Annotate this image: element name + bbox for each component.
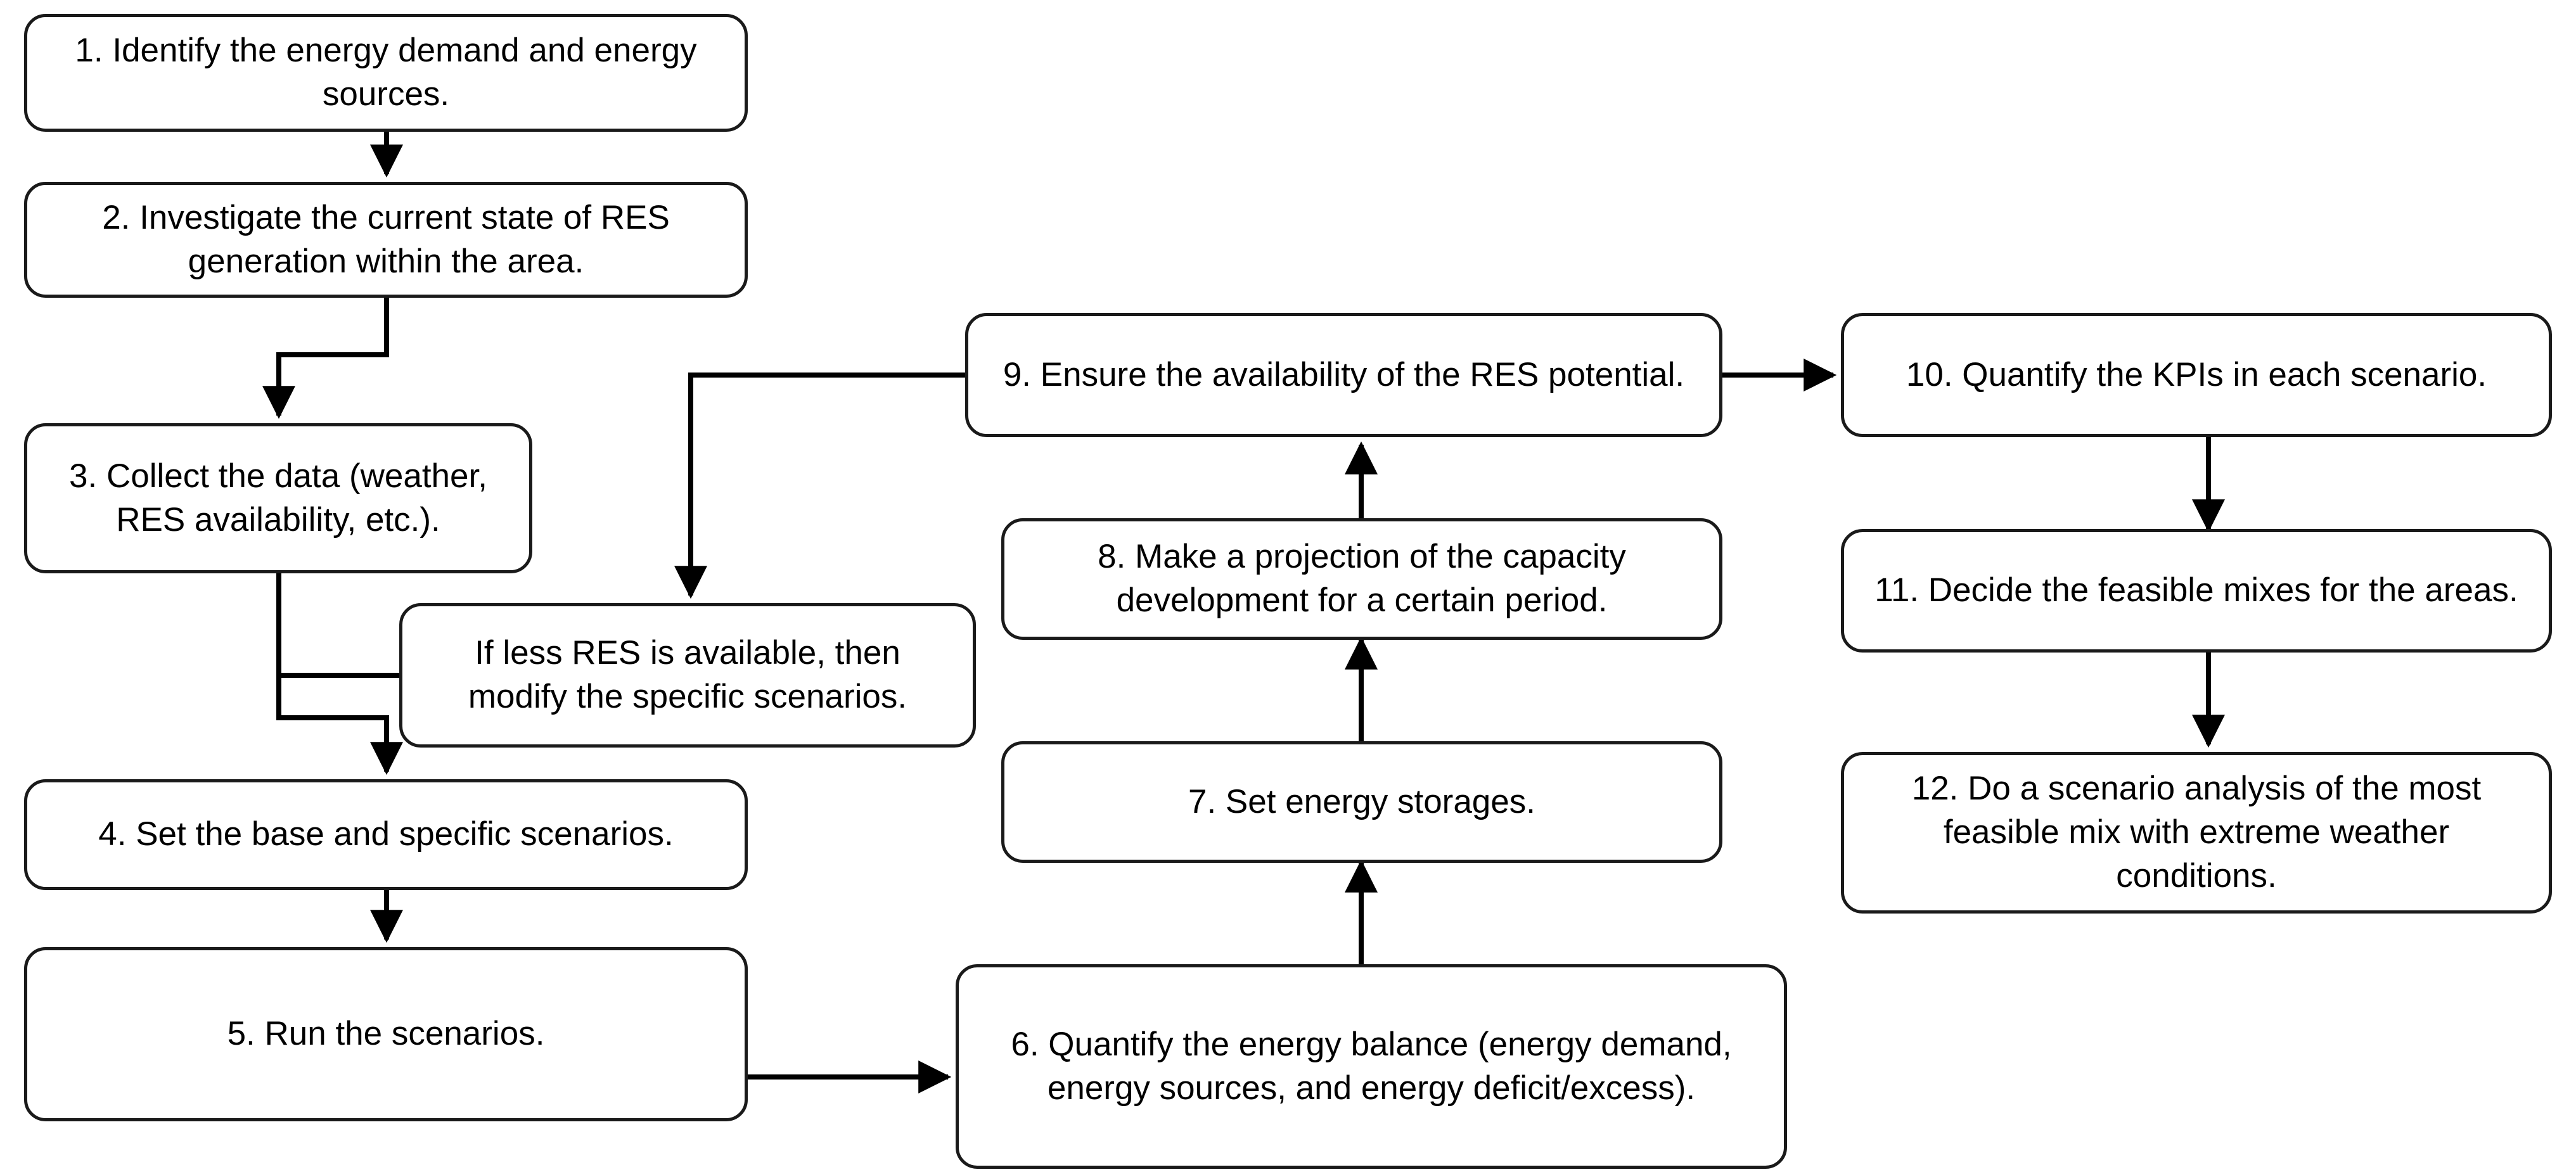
node-10-label: 10. Quantify the KPIs in each scenario. xyxy=(1906,355,2487,393)
edge-9-to-feedback xyxy=(674,373,965,599)
node-3[interactable]: 3. Collect the data (weather, RES availa… xyxy=(24,423,532,573)
node-6-label: 6. Quantify the energy balance (energy d… xyxy=(1011,1025,1732,1107)
node-8[interactable]: 8. Make a projection of the capacity dev… xyxy=(1001,518,1722,640)
node-7-label: 7. Set energy storages. xyxy=(1188,782,1535,820)
node-4[interactable]: 4. Set the base and specific scenarios. xyxy=(24,779,748,890)
node-feedback-label: If less RES is available, then modify th… xyxy=(468,634,907,715)
node-11-label: 11. Decide the feasible mixes for the ar… xyxy=(1874,571,2518,609)
node-8-label: 8. Make a projection of the capacity dev… xyxy=(1098,538,1626,619)
edge-3-to-4 xyxy=(276,573,403,775)
node-10[interactable]: 10. Quantify the KPIs in each scenario. xyxy=(1841,313,2552,437)
node-11[interactable]: 11. Decide the feasible mixes for the ar… xyxy=(1841,529,2552,653)
node-2-label: 2. Investigate the current state of RES … xyxy=(102,198,670,280)
node-6[interactable]: 6. Quantify the energy balance (energy d… xyxy=(956,964,1787,1169)
node-feedback[interactable]: If less RES is available, then modify th… xyxy=(399,603,976,748)
node-12[interactable]: 12. Do a scenario analysis of the most f… xyxy=(1841,752,2552,914)
node-12-label: 12. Do a scenario analysis of the most f… xyxy=(1911,770,2482,895)
node-2[interactable]: 2. Investigate the current state of RES … xyxy=(24,182,748,298)
node-9[interactable]: 9. Ensure the availability of the RES po… xyxy=(965,313,1722,437)
node-3-label: 3. Collect the data (weather, RES availa… xyxy=(69,457,487,538)
node-5-label: 5. Run the scenarios. xyxy=(227,1015,545,1053)
node-4-label: 4. Set the base and specific scenarios. xyxy=(98,815,674,853)
node-1[interactable]: 1. Identify the energy demand and energy… xyxy=(24,14,748,132)
node-9-label: 9. Ensure the availability of the RES po… xyxy=(1003,355,1685,393)
node-1-label: 1. Identify the energy demand and energy… xyxy=(75,32,697,113)
node-7[interactable]: 7. Set energy storages. xyxy=(1001,741,1722,863)
node-5[interactable]: 5. Run the scenarios. xyxy=(24,947,748,1121)
edge-2-to-3 xyxy=(262,298,389,419)
